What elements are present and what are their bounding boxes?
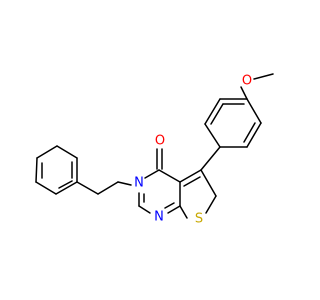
bond [179, 169, 202, 183]
bond [35, 181, 57, 195]
bond [243, 122, 256, 143]
bond [58, 180, 73, 189]
bonds [35, 73, 274, 219]
atom-labels: O N N S O [134, 74, 252, 227]
atom-label-carbonyl-oxygen: O [155, 134, 165, 149]
bond [200, 146, 221, 171]
bond [210, 103, 224, 125]
bond [164, 202, 175, 209]
bond [205, 195, 217, 214]
bond [97, 181, 119, 195]
atom-label-ring-nitrogen-1: N [154, 210, 164, 225]
atom-label-methoxy-oxygen: O [242, 74, 252, 89]
bond [246, 122, 262, 148]
bond [117, 181, 132, 186]
bond [204, 123, 221, 148]
bond [200, 169, 217, 197]
bond [246, 98, 262, 124]
bond [36, 145, 58, 159]
bond [138, 205, 151, 214]
bond [55, 181, 78, 195]
bond [253, 73, 274, 80]
atom-label-thiophene-sulfur: S [195, 212, 203, 227]
atom-label-ring-nitrogen-3: N [134, 176, 144, 191]
bond [204, 98, 221, 125]
bond [167, 205, 181, 214]
bond [56, 145, 78, 159]
bond [179, 205, 188, 219]
bond [76, 181, 99, 195]
bond [144, 169, 160, 179]
bond [158, 169, 181, 183]
bond [35, 157, 38, 183]
bond [240, 86, 248, 100]
molecule-diagram: O N N S O [35, 73, 274, 227]
bond [183, 176, 201, 187]
